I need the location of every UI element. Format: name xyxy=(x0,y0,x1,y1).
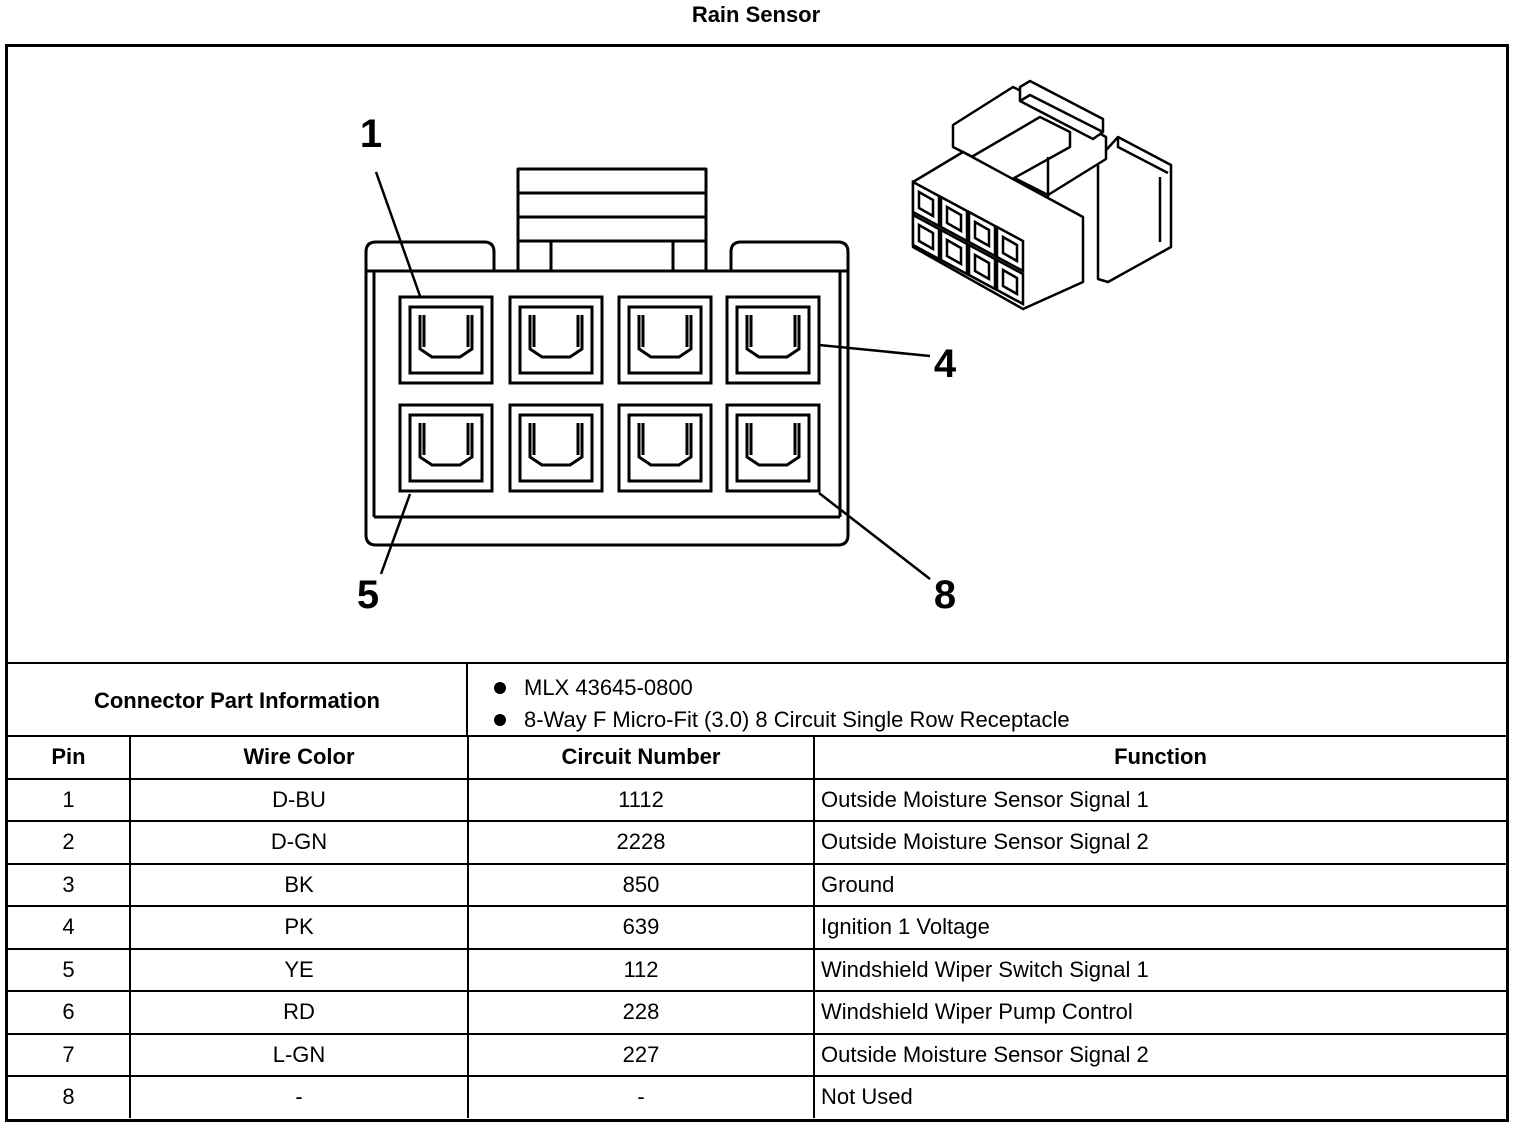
circuit-number-cell: 639 xyxy=(467,905,815,950)
iso-cavity-2 xyxy=(939,194,969,244)
table-row: 5 YE 112 Windshield Wiper Switch Signal … xyxy=(8,947,1506,992)
wire-color-cell: YE xyxy=(129,947,469,992)
pin-cell: 8 xyxy=(8,1075,131,1118)
table-row: 2 D-GN 2228 Outside Moisture Sensor Sign… xyxy=(8,820,1506,865)
pin-cell: 3 xyxy=(8,862,131,907)
table-row: 4 PK 639 Ignition 1 Voltage xyxy=(8,905,1506,950)
iso-cavity-1 xyxy=(911,179,941,229)
iso-cavity-6 xyxy=(939,227,969,277)
circuit-number-cell: 112 xyxy=(467,947,815,992)
part-description: 8-Way F Micro-Fit (3.0) 8 Circuit Single… xyxy=(494,704,1070,736)
latch-tab xyxy=(516,167,708,273)
function-cell: Ground xyxy=(813,862,1506,907)
pin-cell: 2 xyxy=(8,820,131,865)
table-row: 1 D-BU 1112 Outside Moisture Sensor Sign… xyxy=(8,777,1506,822)
pin-cavity-6 xyxy=(508,403,604,493)
pin-cell: 6 xyxy=(8,990,131,1035)
pin-cavity-2 xyxy=(508,295,604,385)
connector-sheet: 1 4 5 8 Connector Part Information xyxy=(5,44,1509,1122)
circuit-number-cell: 850 xyxy=(467,862,815,907)
function-cell: Outside Moisture Sensor Signal 1 xyxy=(813,777,1506,822)
wire-color-cell: D-BU xyxy=(129,777,469,822)
wire-color-cell: - xyxy=(129,1075,469,1118)
wire-color-cell: PK xyxy=(129,905,469,950)
leader-lines xyxy=(374,171,931,580)
circuit-number-cell: 228 xyxy=(467,990,815,1035)
circuit-number-cell: 2228 xyxy=(467,820,815,865)
pin-cell: 5 xyxy=(8,947,131,992)
pin-cell: 4 xyxy=(8,905,131,950)
circuit-number-cell: - xyxy=(467,1075,815,1118)
pin-callout-8: 8 xyxy=(934,573,956,617)
connector-face-drawing: 1 4 5 8 xyxy=(357,79,1173,617)
header-wire-color: Wire Color xyxy=(129,737,469,780)
pin-cavity-4 xyxy=(725,295,821,385)
pin-table: Pin Wire Color Circuit Number Function 1… xyxy=(8,737,1506,1118)
pin-cavity-8 xyxy=(725,403,821,493)
connector-part-info-label: Connector Part Information xyxy=(8,664,468,737)
connector-diagram: 1 4 5 8 xyxy=(8,47,1506,662)
table-row: 6 RD 228 Windshield Wiper Pump Control xyxy=(8,990,1506,1035)
wire-color-cell: D-GN xyxy=(129,820,469,865)
table-row: 7 L-GN 227 Outside Moisture Sensor Signa… xyxy=(8,1032,1506,1077)
iso-cavity-8 xyxy=(995,257,1025,307)
part-number: MLX 43645-0800 xyxy=(494,672,1070,704)
function-cell: Not Used xyxy=(813,1075,1506,1118)
circuit-number-cell: 227 xyxy=(467,1032,815,1077)
iso-cavity-3 xyxy=(967,209,997,259)
connector-isometric-illustration xyxy=(911,79,1173,311)
connector-part-info: Connector Part Information MLX 43645-080… xyxy=(8,662,1506,737)
pin-cavity-1 xyxy=(398,295,494,385)
pin-cell: 1 xyxy=(8,777,131,822)
pin-cavity-5 xyxy=(398,403,494,493)
wire-color-cell: RD xyxy=(129,990,469,1035)
wire-color-cell: BK xyxy=(129,862,469,907)
table-row: 3 BK 850 Ground xyxy=(8,862,1506,907)
table-row: 8 - - Not Used xyxy=(8,1075,1506,1118)
wire-color-cell: L-GN xyxy=(129,1032,469,1077)
iso-cavity-5 xyxy=(911,212,941,262)
iso-cavity-4 xyxy=(995,224,1025,274)
isometric-pin-cavities xyxy=(911,179,1025,307)
function-cell: Outside Moisture Sensor Signal 2 xyxy=(813,1032,1506,1077)
header-circuit-number: Circuit Number xyxy=(467,737,815,780)
pin-cavities xyxy=(398,295,821,493)
pin-table-header: Pin Wire Color Circuit Number Function xyxy=(8,737,1506,780)
pin-callout-1: 1 xyxy=(360,112,382,156)
connector-housing xyxy=(364,240,850,547)
header-pin: Pin xyxy=(8,737,131,780)
pin-cell: 7 xyxy=(8,1032,131,1077)
function-cell: Windshield Wiper Pump Control xyxy=(813,990,1506,1035)
connector-part-info-list: MLX 43645-0800 8-Way F Micro-Fit (3.0) 8… xyxy=(494,672,1070,736)
pin-cavity-3 xyxy=(617,295,713,385)
iso-cavity-7 xyxy=(967,242,997,292)
pin-cavity-7 xyxy=(617,403,713,493)
function-cell: Windshield Wiper Switch Signal 1 xyxy=(813,947,1506,992)
pin-callout-5: 5 xyxy=(357,573,379,617)
function-cell: Outside Moisture Sensor Signal 2 xyxy=(813,820,1506,865)
function-cell: Ignition 1 Voltage xyxy=(813,905,1506,950)
header-function: Function xyxy=(813,737,1506,780)
page-title: Rain Sensor xyxy=(691,2,821,27)
circuit-number-cell: 1112 xyxy=(467,777,815,822)
pin-callout-4: 4 xyxy=(934,342,957,386)
